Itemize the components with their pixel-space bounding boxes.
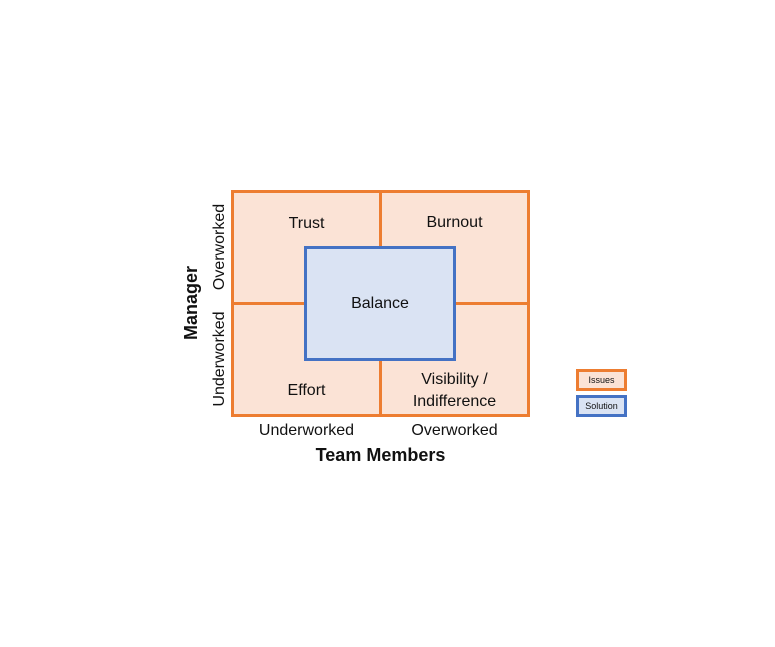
quadrant-label-burnout: Burnout bbox=[426, 214, 483, 231]
legend-issues: Issues bbox=[576, 369, 627, 391]
legend-issues-label: Issues bbox=[588, 375, 615, 385]
legend-solution: Solution bbox=[576, 395, 627, 417]
y-tick-underworked: Underworked bbox=[211, 311, 228, 407]
legend-solution-label: Solution bbox=[585, 401, 618, 411]
x-tick-overworked: Overworked bbox=[411, 422, 498, 439]
quadrant-label-visibility: Visibility / Indifference bbox=[412, 371, 497, 410]
quadrant-label-effort: Effort bbox=[287, 382, 326, 399]
balance-label: Balance bbox=[351, 294, 409, 312]
x-tick-underworked: Underworked bbox=[258, 422, 355, 439]
quadrant-label-trust: Trust bbox=[288, 215, 325, 232]
balance-box: Balance bbox=[304, 246, 456, 361]
x-axis-title: Team Members bbox=[315, 445, 446, 465]
y-axis-title: Manager bbox=[181, 265, 201, 341]
